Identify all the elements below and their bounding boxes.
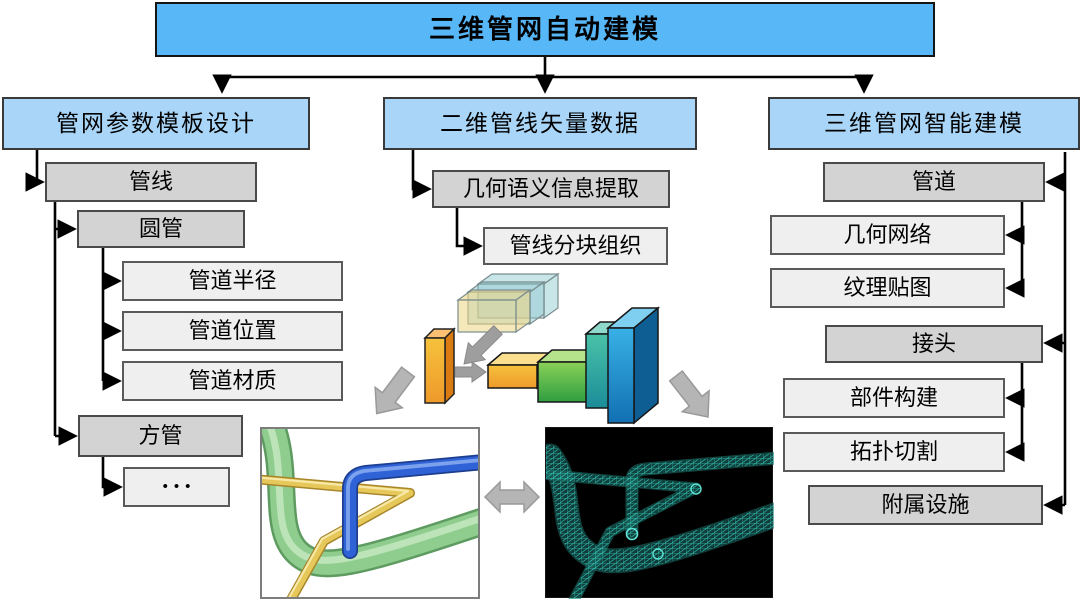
middle-branch-header: 二维管线矢量数据 <box>383 97 697 150</box>
box-pipe-radius: 管道半径 <box>122 261 343 301</box>
box-pipe: 管道 <box>823 162 1045 202</box>
pipes-wireframe-image <box>545 427 774 599</box>
down-left-block-arrow-icon <box>374 366 416 415</box>
box-component-construction: 部件构建 <box>783 378 1005 418</box>
double-arrow-icon <box>483 480 541 514</box>
down-right-block-arrow-icon <box>668 370 710 418</box>
box-pipeline-block-organization: 管线分块组织 <box>483 227 668 265</box>
box-square-pipe: 方管 <box>78 415 243 457</box>
orange-column <box>423 327 456 405</box>
box-topology-cutting: 拓扑切割 <box>783 432 1005 472</box>
arrow-to-geo-semantic <box>411 150 432 199</box>
feature-map-boxes <box>485 306 661 425</box>
pipes-3d-render-image <box>260 427 480 599</box>
translucent-feature-stack <box>456 272 560 334</box>
pipes-wireframe-drawing <box>546 443 774 599</box>
arrow-to-block-organization <box>455 208 483 256</box>
nn-arrow-right-icon <box>454 361 487 383</box>
box-texture-mapping: 纹理贴图 <box>770 268 1005 308</box>
root-box: 三维管网自动建模 <box>155 2 935 57</box>
arrow-to-more <box>101 457 123 497</box>
box-joint: 接头 <box>825 325 1043 363</box>
box-auxiliary-facilities: 附属设施 <box>808 485 1043 525</box>
box-geometric-network: 几何网络 <box>770 215 1005 255</box>
box-pipe-material: 管道材质 <box>122 361 343 401</box>
box-geo-semantic-extraction: 几何语义信息提取 <box>432 170 670 208</box>
right-branch-header: 三维管网智能建模 <box>768 97 1080 150</box>
box-pipe-position: 管道位置 <box>122 311 343 351</box>
box-pipeline: 管线 <box>45 162 257 202</box>
pipes-3d-render-drawing <box>262 429 478 597</box>
nn-arrow-down-left-icon <box>463 325 503 365</box>
box-more-ellipsis: ••• <box>123 467 230 507</box>
box-round-pipe: 圆管 <box>77 210 245 248</box>
arrow-to-pipeline <box>25 150 45 192</box>
left-branch-header: 管网参数模板设计 <box>2 97 310 150</box>
neural-network-illustration <box>423 272 661 425</box>
